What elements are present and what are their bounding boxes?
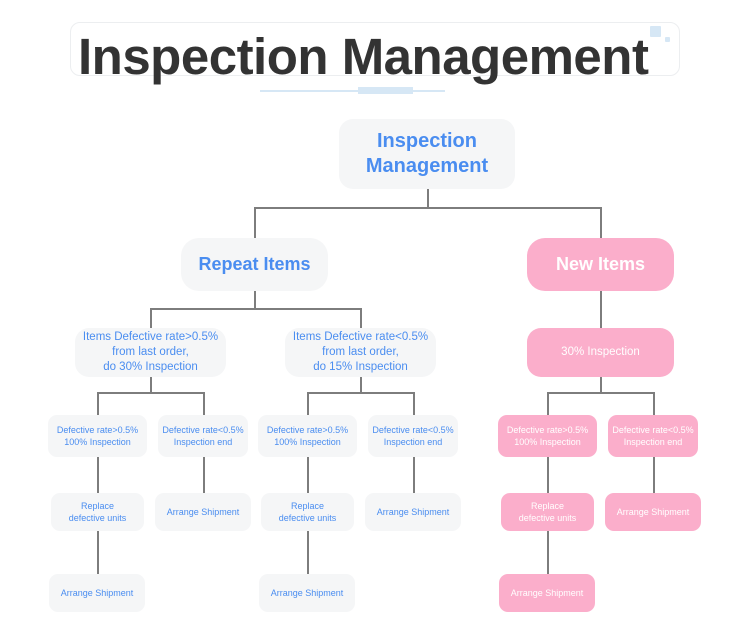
connector-n-b-down <box>653 392 655 415</box>
accent-square-icon <box>650 26 661 37</box>
node-new-defect-low[interactable]: Defective rate<0.5% Inspection end <box>608 415 698 457</box>
node-rhi-defect-low[interactable]: Defective rate<0.5% Inspection end <box>158 415 248 457</box>
page-title: Inspection Management <box>78 28 649 85</box>
node-label: Defective rate<0.5% Inspection end <box>162 424 244 448</box>
node-label: Repeat Items <box>198 254 311 274</box>
title-underline <box>260 90 445 92</box>
connector-rhi-b-down <box>203 392 205 415</box>
node-label: Items Defective rate<0.5% from last orde… <box>292 331 429 373</box>
title-card <box>70 22 680 76</box>
node-new-replace-units[interactable]: Replace defective units <box>501 493 594 531</box>
node-label: Defective rate<0.5% Inspection end <box>372 424 454 448</box>
connector-rlo-a-down <box>307 392 309 415</box>
node-rhi-replace-units[interactable]: Replace defective units <box>51 493 144 531</box>
node-rlo-defect-low[interactable]: Defective rate<0.5% Inspection end <box>368 415 458 457</box>
connector-new-stem <box>600 291 602 328</box>
node-rhi-defect-high[interactable]: Defective rate>0.5% 100% Inspection <box>48 415 147 457</box>
node-label: Arrange Shipment <box>270 587 344 598</box>
node-new-defect-high[interactable]: Defective rate>0.5% 100% Inspection <box>498 415 597 457</box>
connector-repeat-down <box>254 207 256 238</box>
connector-rhi-b-to-ship <box>203 457 205 493</box>
node-label: Arrange Shipment <box>166 506 240 517</box>
node-rlo-replace-units[interactable]: Replace defective units <box>261 493 354 531</box>
node-label: Defective rate<0.5% Inspection end <box>612 424 694 448</box>
connector-rlo-b-to-ship <box>413 457 415 493</box>
node-label: Defective rate>0.5% 100% Inspection <box>266 424 349 448</box>
connector-rhi-replace-to-ship <box>97 531 99 574</box>
connector-n-b-to-ship <box>653 457 655 493</box>
connector-root-down <box>427 189 429 207</box>
connector-rhi-down <box>150 308 152 328</box>
node-label: Arrange Shipment <box>510 587 584 598</box>
connector-new-down <box>600 207 602 238</box>
node-rlo-final-shipment[interactable]: Arrange Shipment <box>259 574 355 612</box>
node-rhi-arrange-shipment[interactable]: Arrange Shipment <box>155 493 251 531</box>
connector-level2-bus-left <box>150 308 360 310</box>
connector-rlo-down <box>360 308 362 328</box>
node-rlo-arrange-shipment[interactable]: Arrange Shipment <box>365 493 461 531</box>
node-label: Inspection Management <box>365 130 489 177</box>
title-underline-highlight <box>358 87 413 94</box>
node-label: New Items <box>555 254 646 274</box>
node-label: Replace defective units <box>278 500 337 524</box>
node-label: Items Defective rate>0.5% from last orde… <box>82 331 219 373</box>
node-label: Replace defective units <box>518 500 577 524</box>
connector-rlo-replace-to-ship <box>307 531 309 574</box>
node-label: Replace defective units <box>68 500 127 524</box>
node-rlo-defect-high[interactable]: Defective rate>0.5% 100% Inspection <box>258 415 357 457</box>
node-new-arrange-shipment[interactable]: Arrange Shipment <box>605 493 701 531</box>
connector-rlo-bus <box>307 392 413 394</box>
node-label: Arrange Shipment <box>616 506 690 517</box>
node-rhi-final-shipment[interactable]: Arrange Shipment <box>49 574 145 612</box>
connector-rlo-stem <box>360 377 362 392</box>
node-label: 30% Inspection <box>561 346 640 358</box>
connector-rhi-bus <box>97 392 203 394</box>
node-repeat-items[interactable]: Repeat Items <box>181 238 328 291</box>
node-label: Defective rate>0.5% 100% Inspection <box>56 424 139 448</box>
connector-n-a-to-replace <box>547 457 549 493</box>
connector-n-replace-to-ship <box>547 531 549 574</box>
node-repeat-high-defect[interactable]: Items Defective rate>0.5% from last orde… <box>75 328 226 377</box>
node-new-final-shipment[interactable]: Arrange Shipment <box>499 574 595 612</box>
connector-level1-bus <box>254 207 601 209</box>
connector-n30-bus <box>547 392 653 394</box>
connector-n30-stem <box>600 377 602 392</box>
connector-repeat-stem <box>254 291 256 308</box>
node-label: Arrange Shipment <box>60 587 134 598</box>
connector-n-a-down <box>547 392 549 415</box>
connector-rhi-stem <box>150 377 152 392</box>
connector-rlo-b-down <box>413 392 415 415</box>
connector-rlo-a-to-replace <box>307 457 309 493</box>
node-label: Defective rate>0.5% 100% Inspection <box>506 424 589 448</box>
connector-rhi-a-down <box>97 392 99 415</box>
connector-rhi-a-to-replace <box>97 457 99 493</box>
accent-square-small-icon <box>665 37 670 42</box>
node-new-items[interactable]: New Items <box>527 238 674 291</box>
node-inspection-management[interactable]: Inspection Management <box>339 119 515 189</box>
node-label: Arrange Shipment <box>376 506 450 517</box>
node-new-30-inspection[interactable]: 30% Inspection <box>527 328 674 377</box>
node-repeat-low-defect[interactable]: Items Defective rate<0.5% from last orde… <box>285 328 436 377</box>
